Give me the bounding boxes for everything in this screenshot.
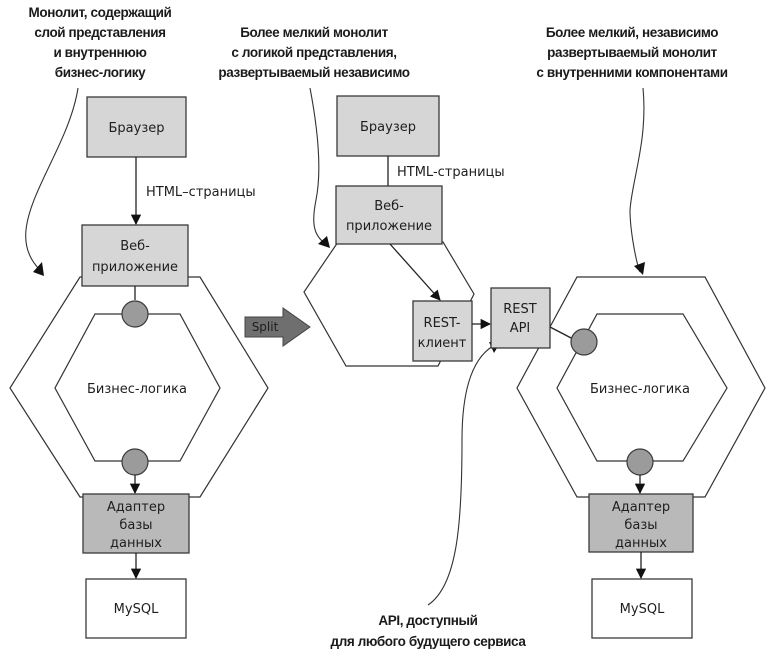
right-port-left [570,328,598,356]
middle-webapp-box [335,185,443,245]
caption-right-line: с внутренними компонентами [536,65,727,80]
middle-browser-label: Браузер [360,120,416,135]
left-webapp-box [81,224,189,287]
right-db-adapter-label: данных [615,536,667,551]
caption-bottom: API, доступный для любого будущего серви… [331,613,527,649]
middle-webapp-to-restclient-arrow [389,243,441,301]
caption-bottom-line: для любого будущего сервиса [331,634,527,649]
pointer-right [629,87,645,273]
right-restapi-port-line [549,326,576,341]
caption-middle-line: с логикой представления, [231,45,396,60]
caption-left: Монолит, содержащий слой представления и… [29,5,172,80]
caption-left-line: и внутреннюю [53,45,146,60]
caption-right: Более мелкий, независимо развертываемый … [536,25,728,80]
middle-rest-client-label: REST- [424,316,461,331]
middle-webapp-label: приложение [346,219,432,234]
left-monolith: Браузер HTML–страницы Веб- приложение Би… [9,96,269,639]
right-rest-api-label: REST [503,302,536,317]
right-business-logic-label: Бизнес-логика [590,382,690,397]
left-outer-hexagon [9,276,269,498]
pointer-left [25,87,79,271]
right-db-adapter-label: базы [624,518,657,533]
right-rest-api-box [490,287,551,349]
pointer-middle [309,87,327,245]
left-browser-label: Браузер [109,121,165,136]
middle-html-pages-label: HTML-страницы [397,165,505,180]
left-db-adapter-box [82,493,190,554]
right-db-adapter-label: Адаптер [612,500,670,515]
right-outer-hexagon [516,276,766,498]
left-mysql-box [85,578,187,639]
pointer-bottom [427,345,494,606]
middle-webapp-label: Веб- [374,199,404,214]
right-inner-hexagon [556,313,728,462]
left-webapp-label: приложение [92,260,178,275]
right-mysql-box [591,578,693,639]
caption-middle: Более мелкий монолит с логикой представл… [218,25,410,80]
split-label: Split [252,320,279,334]
middle-rest-client-box [412,300,473,362]
split-arrow: Split [244,307,311,347]
pointer-right-arrowhead [634,262,645,275]
right-mysql-label: MySQL [620,602,665,617]
left-port-bottom [121,448,149,476]
left-db-adapter-label: данных [110,536,162,551]
left-db-adapter-label: базы [119,518,152,533]
caption-bottom-line: API, доступный [378,613,477,628]
pointer-left-arrowhead [33,262,44,276]
middle-rest-client-label: клиент [418,336,467,351]
caption-right-line: Более мелкий, независимо [546,25,718,40]
right-rest-api-label: API [510,321,531,336]
caption-left-line: Монолит, содержащий [29,5,172,20]
right-monolith: REST API Бизнес-логика Адаптер базы данн… [490,276,766,639]
caption-left-line: бизнес-логику [55,65,146,80]
caption-middle-line: развертываемый независимо [218,65,409,80]
caption-left-line: слой представления [34,25,165,40]
middle-monolith: Браузер HTML-страницы Веб- приложение RE… [303,95,505,367]
caption-middle-line: Более мелкий монолит [240,25,388,40]
pointer-middle-arrowhead [318,236,330,248]
right-port-bottom [626,448,654,476]
left-mysql-label: MySQL [114,602,159,617]
left-inner-hexagon [54,313,221,462]
left-html-pages-label: HTML–страницы [146,185,256,200]
split-arrow-shape [244,307,311,347]
left-business-logic-label: Бизнес-логика [87,382,187,397]
caption-right-line: развертываемый монолит [547,45,718,60]
left-browser-box [86,96,187,158]
left-port-top [121,300,149,328]
left-webapp-label: Веб- [120,239,150,254]
middle-hexagon [303,241,475,367]
left-db-adapter-label: Адаптер [107,500,165,515]
